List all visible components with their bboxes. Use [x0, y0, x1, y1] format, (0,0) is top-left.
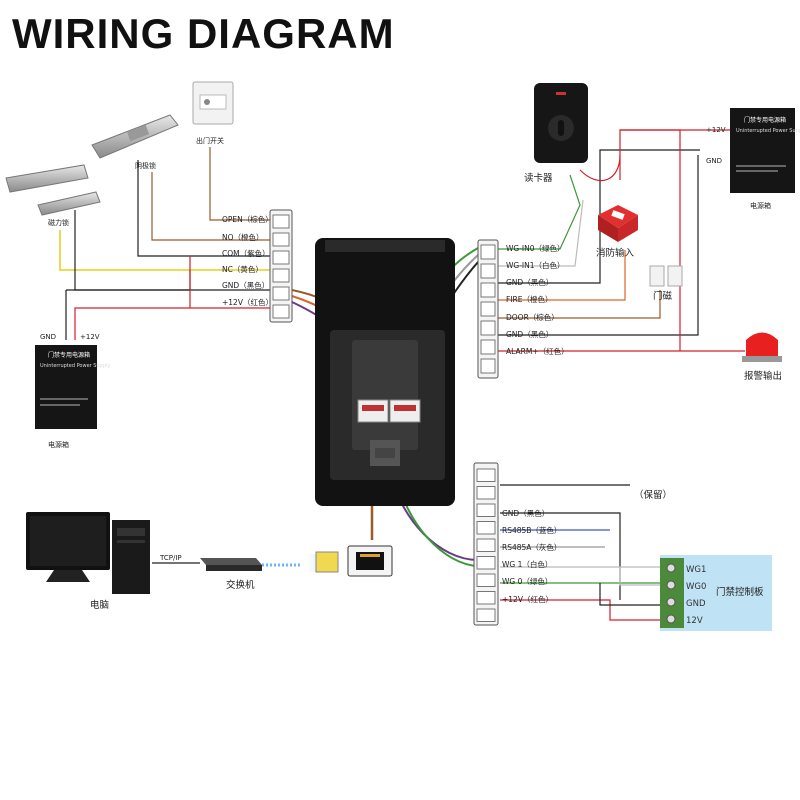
fire-input-label: 消防输入: [596, 247, 635, 259]
right-terminal-label: GND（黑色）: [506, 277, 553, 287]
fire-input-device: 消防输入: [596, 205, 638, 259]
door-sensor-device: 门磁: [649, 265, 683, 302]
electric-strike-label: 阴极锁: [135, 161, 156, 170]
card-reader-label: 读卡器: [524, 172, 553, 184]
terminal-screw: [272, 214, 290, 229]
bottom-terminal-label: WG 0（绿色）: [502, 576, 552, 586]
electric-strike-device: 阴极锁: [91, 114, 179, 170]
open-wire: [209, 147, 270, 221]
left-terminal-label: +12V（红色）: [222, 297, 273, 307]
com-wire-strike: [137, 160, 270, 257]
right-terminal-labels: WG-IN0（绿色） WG-IN1（白色） GND（黑色） FIRE（橙色） D…: [506, 243, 569, 356]
v12-wire: [74, 307, 270, 340]
left-terminal-label: GND（黑色）: [222, 280, 269, 290]
no-wire: [151, 172, 270, 241]
terminal-screw: [476, 503, 496, 517]
card-reader-device: 读卡器: [524, 83, 588, 184]
access-controller-device: [315, 238, 455, 506]
board-pin-label: 12V: [686, 616, 703, 626]
psu-right-gnd-label: GND: [706, 157, 722, 165]
board-pin-label: WG0: [686, 582, 706, 592]
terminal-screw: [476, 538, 496, 552]
terminal-screw: [480, 263, 496, 279]
terminal-screw: [272, 250, 290, 265]
reserved-label: （保留）: [634, 489, 672, 501]
terminal-screw: [272, 232, 290, 247]
bottom-terminal-label: WG 1（白色）: [502, 559, 552, 569]
psu-right-label: 电源箱: [750, 201, 771, 210]
psu-left-subtitle: Uninterrupted Power Supply: [40, 363, 110, 369]
exit-button-device: 出门开关: [192, 81, 234, 145]
computer-label: 电脑: [90, 599, 109, 611]
psu-left-device: GND +12V 门禁专用电源箱 Uninterrupted Power Sup…: [35, 333, 110, 449]
right-terminal-label: DOOR（棕色）: [506, 312, 559, 322]
left-terminal-labels: OPEN（棕色） NO（橙色） COM（紫色） NC（黄色） GND（黑色） +…: [222, 214, 273, 307]
magnetic-gnd: [74, 210, 191, 291]
psu-left-gnd-label: GND: [40, 333, 56, 341]
terminal-screw: [476, 521, 496, 535]
exit-button-label: 出门开关: [196, 136, 224, 145]
psu-right-12v-label: +12V: [706, 126, 726, 134]
bottom-terminal-label: +12V（红色）: [502, 594, 553, 604]
board-pin-label: WG1: [686, 565, 706, 575]
right-terminal-label: WG-IN1（白色）: [506, 260, 565, 270]
right-terminal-label: FIRE（橙色）: [506, 294, 552, 304]
page-title: WIRING DIAGRAM: [12, 10, 395, 57]
terminal-screw: [476, 556, 496, 570]
magnetic-lock-device: 磁力锁: [5, 164, 101, 227]
terminal-screw: [480, 301, 496, 317]
magnetic-lock-label: 磁力锁: [48, 218, 69, 227]
psu-left-label: 电源箱: [48, 440, 69, 449]
left-terminal-label: NC（黄色）: [222, 264, 263, 274]
terminal-screw: [480, 244, 496, 260]
bottom-terminal-block: [473, 462, 499, 626]
bottom-terminal-labels: （保留） GND（黑色） RS485B（蓝色） RS485A（灰色） WG 1（…: [502, 489, 672, 604]
psu-left-title: 门禁专用电源箱: [48, 351, 90, 359]
nc-wire-magnetic: [59, 230, 270, 271]
terminal-screw: [480, 358, 496, 374]
terminal-screw: [480, 282, 496, 298]
alarm-output-label: 报警输出: [744, 370, 782, 382]
access-control-board: WG1 WG0 GND 12V 门禁控制板: [660, 555, 772, 631]
rj45-port: [347, 545, 393, 577]
board-pin-label: GND: [686, 599, 706, 609]
terminal-screw: [476, 591, 496, 605]
right-terminal-label: WG-IN0（绿色）: [506, 243, 565, 253]
left-terminal-label: OPEN（棕色）: [222, 214, 273, 224]
network-switch-device: TCP/IP 交换机: [159, 554, 262, 591]
terminal-screw: [476, 468, 496, 482]
bottom-terminal-label: GND（黑色）: [502, 508, 549, 518]
tcpip-label: TCP/IP: [159, 554, 182, 562]
psu-right-title: 门禁专用电源箱: [744, 116, 786, 124]
right-terminal-block: [477, 239, 499, 379]
access-board-label: 门禁控制板: [716, 586, 764, 598]
psu-right-subtitle: Uninterrupted Power Supply: [736, 128, 800, 134]
terminal-screw: [272, 304, 290, 319]
rj45-plug: [302, 551, 339, 573]
left-terminal-block: [269, 209, 293, 323]
right-terminal-label: GND（黑色）: [506, 329, 553, 339]
alarm-output-device: 报警输出: [742, 332, 782, 382]
terminal-screw: [272, 286, 290, 301]
psu-left-12v-label: +12V: [80, 333, 100, 341]
terminal-screw: [476, 486, 496, 500]
terminal-screw: [272, 268, 290, 283]
terminal-screw: [476, 608, 496, 622]
psu-right-device: +12V GND 门禁专用电源箱 Uninterrupted Power Sup…: [706, 108, 800, 210]
switch-label: 交换机: [226, 579, 255, 591]
bottom-terminal-label: RS485A（灰色）: [502, 542, 561, 552]
left-terminal-label: NO（橙色）: [222, 232, 264, 242]
terminal-screw: [480, 339, 496, 355]
door-sensor-label: 门磁: [653, 290, 673, 302]
bottom-terminal-label: RS485B（蓝色）: [502, 525, 561, 535]
terminal-screw: [476, 573, 496, 587]
terminal-screw: [480, 320, 496, 336]
computer-device: 电脑: [26, 512, 150, 611]
left-terminal-label: COM（紫色）: [222, 248, 270, 258]
right-terminal-label: ALARM+（红色）: [506, 346, 569, 356]
